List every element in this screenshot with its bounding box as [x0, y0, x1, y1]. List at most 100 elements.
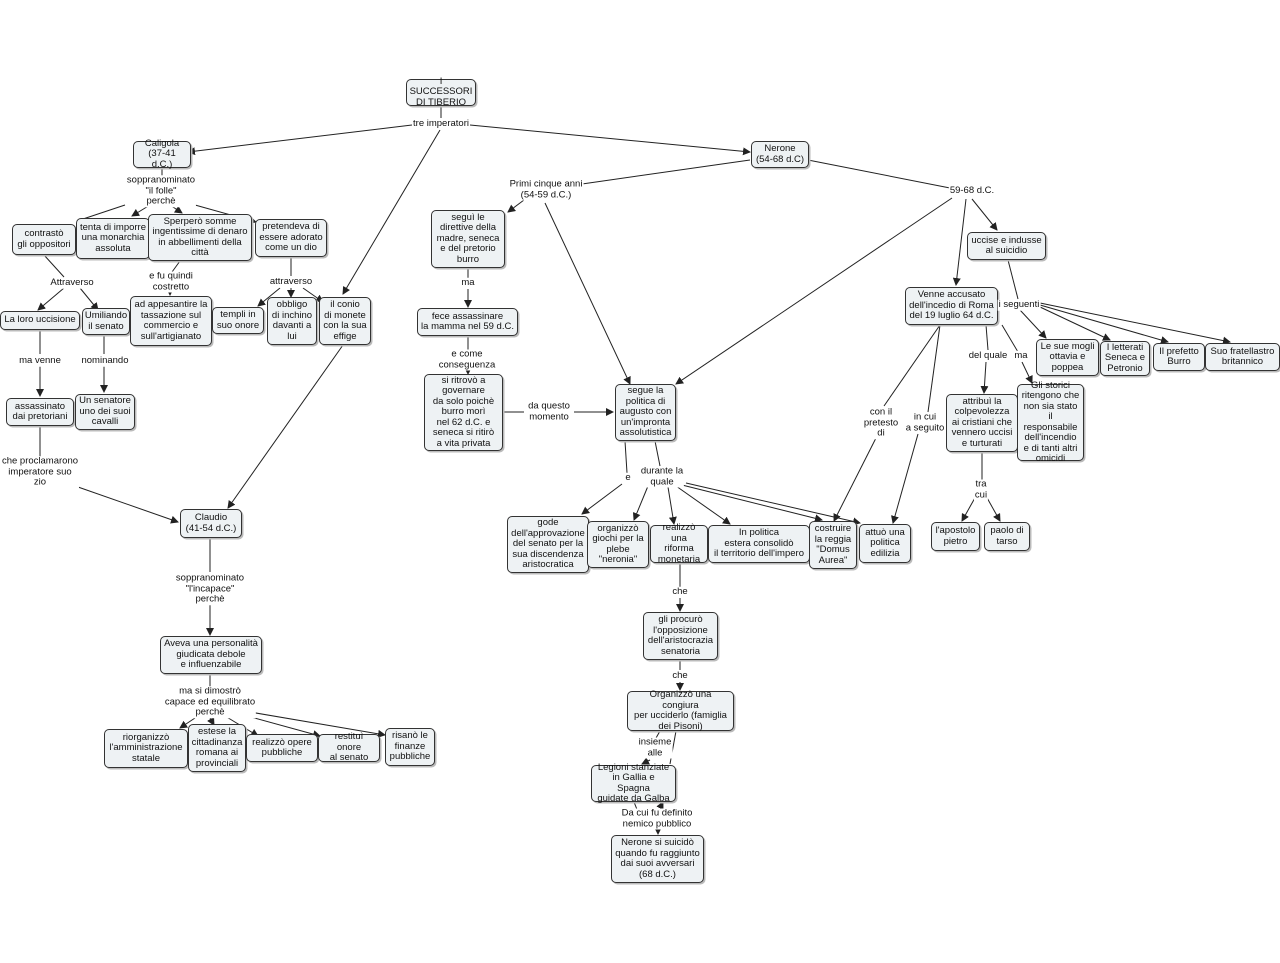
connector — [79, 287, 99, 311]
link-attraverso-1: Attraverso — [49, 276, 95, 289]
link-59-68: 59-68 d.C. — [948, 184, 996, 197]
node-conio: il conio di monete con la sua effige — [319, 297, 371, 345]
connector — [971, 198, 998, 231]
connector — [179, 717, 196, 729]
link-ma-venne: ma venne — [18, 354, 62, 367]
node-assassinato: assassinato dai pretoriani — [6, 398, 74, 426]
link-durante: durante la quale — [639, 465, 685, 488]
link-e: e — [624, 471, 632, 484]
node-contrasto: contrastò gli oppositori — [12, 224, 76, 255]
node-direttive: seguì le direttive della madre, seneca e… — [431, 210, 505, 268]
connector — [833, 437, 877, 522]
link-ma: ma — [460, 276, 476, 289]
node-monarchia: tenta di imporre una monarchia assoluta — [76, 218, 150, 259]
node-colpevolezza: attribuì la colpevolezza ai cristiani ch… — [946, 394, 1018, 452]
node-opere: realizzò opere pubbliche — [246, 734, 318, 762]
connector — [43, 254, 65, 278]
link-proclamarono: che proclamarono imperatore suo zio — [0, 455, 80, 488]
connector — [656, 801, 664, 811]
link-conseguenza: e come conseguenza — [437, 348, 497, 371]
node-estera: In politica estera consolidò il territor… — [708, 525, 810, 563]
node-inchino: obbligo di inchino davanti a lui — [267, 297, 317, 345]
connector — [654, 440, 661, 467]
node-mamma: fece assassinare la mamma nel 59 d.C. — [417, 308, 518, 336]
link-insieme: insieme alle — [637, 736, 673, 759]
node-tassazione: ad appesantire la tassazione sul commerc… — [130, 296, 212, 346]
connector — [37, 287, 65, 311]
node-nerone: Nerone (54-68 d.C) — [751, 141, 809, 168]
node-paolo: paolo di tarso — [984, 522, 1030, 551]
link-tra-cui: tra cui — [973, 478, 989, 501]
node-legioni: Legioni stanziate in Gallia e Spagna gui… — [591, 762, 676, 804]
node-congiura: Organizzò una congiura per ucciderlo (fa… — [627, 689, 734, 731]
node-sperpero: Sperperò somme ingentissime di denaro in… — [148, 214, 252, 261]
node-giochi: organizzò giochi per la plebe "neronia" — [587, 521, 649, 568]
node-caligola: Caligola (37-41 d.C.) — [133, 138, 191, 170]
link-pretesto: con il pretesto di — [862, 406, 900, 439]
connector — [581, 483, 623, 515]
node-gode: gode dell'approvazione del senato per la… — [507, 516, 589, 573]
link-incapace: soppranominato "l'incapace" perchè — [174, 572, 246, 605]
connector — [1001, 324, 1019, 353]
node-fratellastro: Suo fratellastro britannico — [1205, 343, 1280, 371]
node-pietro: l'apostolo pietro — [931, 522, 980, 551]
node-senatore: Un senatore uno dei suoi cavalli — [75, 394, 135, 430]
connector — [667, 486, 677, 525]
node-edilizia: attuò una politica edilizia — [859, 524, 911, 563]
connector — [544, 202, 631, 385]
link-tre-imperatori: tre imperatori — [412, 117, 470, 130]
node-riforma: realizzò una riforma monetaria — [650, 522, 708, 564]
connector — [187, 124, 413, 156]
connector — [891, 433, 919, 524]
connector — [927, 324, 941, 413]
node-uccisione: La loro uccisione — [0, 311, 80, 330]
node-opposizione: gli procurò l'opposizione dell'aristocra… — [643, 612, 718, 660]
connector — [249, 711, 386, 738]
node-prefetto: Il prefetto Burro — [1153, 343, 1205, 371]
link-che-2: che — [671, 669, 689, 682]
connector — [675, 197, 953, 385]
connector — [469, 124, 751, 156]
node-governare: si ritrovò a governare da solo poichè bu… — [424, 374, 503, 451]
connector — [883, 324, 941, 407]
link-soprannominato-folle: soppranominato "il folle" perchè — [125, 174, 197, 207]
connector — [342, 129, 441, 295]
link-seguenti: i seguenti — [997, 298, 1041, 311]
link-da-questo: da questo momento — [527, 400, 571, 423]
link-che-1: che — [671, 585, 689, 598]
node-adorato: pretendeva di essere adorato come un dio — [255, 219, 327, 257]
node-personalita: Aveva una personalità giudicata debole e… — [160, 636, 262, 674]
connector — [952, 198, 967, 286]
connector — [807, 159, 951, 189]
connector — [655, 730, 661, 739]
node-mogli: Le sue mogli ottavia e poppea — [1036, 339, 1099, 376]
connector — [1039, 306, 1111, 341]
node-amministrazione: riorganizzò l'amministrazione statale — [104, 729, 188, 768]
connector — [685, 482, 861, 526]
connector — [681, 484, 823, 523]
connector — [1007, 259, 1019, 300]
connector — [641, 757, 651, 765]
connector — [77, 486, 179, 524]
node-root: I SUCCESSORI DI TIBERIO — [406, 76, 476, 108]
node-letterati: I letterati Seneca e Petronio — [1100, 341, 1150, 376]
link-capace: ma si dimostrò capace ed equilibrato per… — [163, 685, 257, 718]
connector — [961, 495, 977, 522]
connector — [79, 204, 126, 221]
connector — [675, 485, 731, 525]
connector — [1039, 302, 1231, 345]
link-fu-quindi: e fu quindi costretto — [148, 270, 194, 293]
link-in-cui: in cui a seguito — [904, 411, 946, 434]
connector — [171, 260, 181, 273]
connector — [207, 716, 215, 726]
connector — [985, 324, 989, 351]
node-templi: templi in suo onore — [212, 307, 264, 334]
link-attraverso-2: attraverso — [268, 275, 314, 288]
connector — [1039, 304, 1169, 344]
connector — [624, 440, 628, 474]
link-nominando: nominando — [80, 354, 130, 367]
node-suicidio: Nerone si suicidò quando fu raggiunto da… — [611, 835, 704, 883]
connector — [131, 204, 151, 217]
link-del-quale: del quale — [967, 349, 1009, 362]
